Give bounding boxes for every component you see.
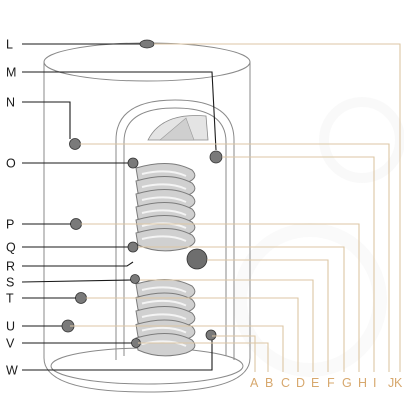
- label-O: O: [6, 157, 16, 171]
- leader-line-F: [207, 259, 329, 372]
- label-G: G: [342, 376, 352, 390]
- label-W: W: [6, 364, 18, 378]
- port-M: [209, 150, 223, 164]
- port-R: [186, 248, 208, 270]
- leader-line-K: [154, 43, 401, 372]
- label-B: B: [265, 376, 273, 390]
- port-N: [69, 138, 81, 150]
- port-S: [130, 274, 140, 284]
- label-I: I: [373, 376, 376, 390]
- label-N: N: [6, 96, 15, 110]
- watermark: [233, 97, 404, 377]
- port-P: [70, 218, 82, 230]
- leader-line-S: [21, 279, 132, 283]
- upper-heat-exchanger-coil: [135, 163, 196, 252]
- label-H: H: [358, 376, 367, 390]
- tank-top: [43, 42, 251, 82]
- port-T: [75, 292, 87, 304]
- leader-line-W: [22, 340, 213, 371]
- port-O: [127, 157, 139, 169]
- label-F: F: [327, 376, 335, 390]
- leader-line-C: [70, 325, 284, 372]
- label-M: M: [6, 66, 16, 80]
- leader-line-D: [86, 297, 299, 372]
- leader-line-A: [212, 335, 256, 372]
- cutaway-wall: [115, 99, 235, 360]
- port-L: [139, 39, 155, 49]
- label-J: J: [388, 376, 394, 390]
- label-T: T: [6, 292, 14, 306]
- leader-line-B: [138, 342, 269, 372]
- leader-line-N: [22, 101, 71, 139]
- leader-line-I: [222, 156, 375, 372]
- port-Q: [127, 241, 139, 253]
- port-W: [205, 329, 217, 341]
- leader-line-E: [140, 279, 314, 372]
- label-R: R: [6, 260, 15, 274]
- label-A: A: [250, 376, 259, 390]
- coil-turn: [135, 333, 196, 357]
- label-E: E: [311, 376, 319, 390]
- leader-line-R: [22, 261, 134, 267]
- label-L: L: [6, 38, 13, 52]
- leader-line-M: [22, 71, 217, 151]
- bottom-leader-lines: [70, 43, 401, 372]
- leader-line-G: [138, 246, 345, 372]
- label-C: C: [281, 376, 290, 390]
- label-D: D: [296, 376, 305, 390]
- label-U: U: [6, 320, 15, 334]
- label-S: S: [6, 276, 14, 290]
- label-K: K: [394, 376, 403, 390]
- left-leader-lines: [21, 43, 217, 371]
- cutaway-inner: [123, 107, 227, 356]
- ports: [61, 39, 223, 348]
- leader-line-H: [81, 223, 360, 372]
- leader-line-J: [80, 143, 390, 372]
- label-Q: Q: [6, 241, 16, 255]
- coil-turn: [135, 228, 196, 252]
- lower-heat-exchanger-coil: [135, 279, 196, 357]
- label-V: V: [6, 337, 15, 351]
- label-P: P: [6, 218, 14, 232]
